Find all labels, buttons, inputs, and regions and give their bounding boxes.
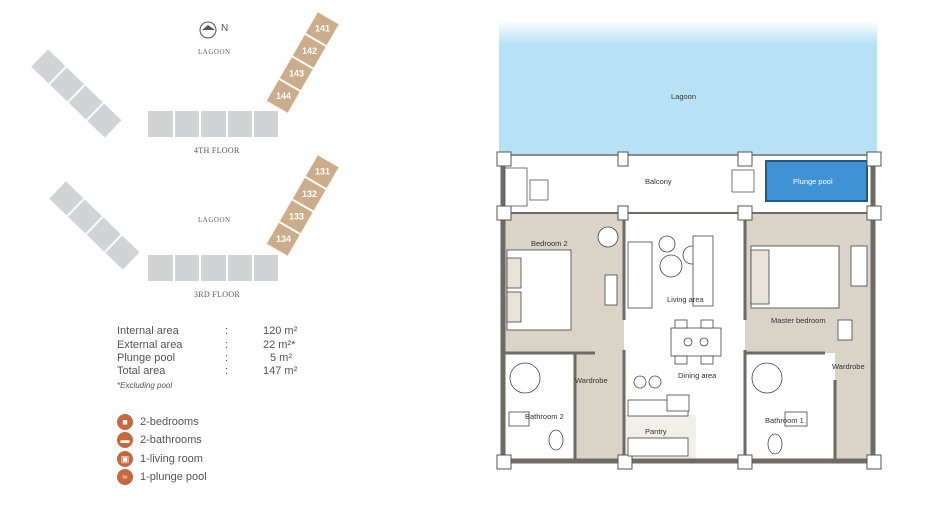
label-dining-area: Dining area [678,371,717,380]
wing-bottom-4th [147,110,279,138]
lagoon-label-3rd: LAGOON [198,216,231,224]
label-plunge-pool: Plunge pool [793,177,833,186]
sofa-icon: ▣ [117,451,133,467]
north-arrow-icon [199,21,217,39]
wing-bottom-3rd [147,254,279,282]
label-wardrobe-right: Wardrobe [832,362,865,371]
bathtub-icon: ▬ [117,432,133,448]
wing-left-4th [29,48,123,139]
bath1-tub [751,362,783,394]
label-bedroom-2: Bedroom 2 [531,239,568,248]
bed-icon: ■ [117,414,133,430]
label-living-area: Living area [667,295,704,304]
wardrobe-left-floor [575,353,624,461]
floor-label-4th: 4TH FLOOR [194,146,240,155]
floor-label-3rd: 3RD FLOOR [194,290,241,299]
label-lagoon: Lagoon [671,92,697,101]
dining-table [670,327,722,357]
label-pantry: Pantry [645,427,667,436]
wing-right-4th: 141 142 143 144 [265,11,340,115]
lagoon-label-4th: LAGOON [198,48,231,56]
plunge-pool-shape [765,160,868,202]
feature-bedrooms: ■ 2-bedrooms [117,414,199,430]
floor-plan-drawing [496,20,882,470]
label-wardrobe-left: Wardrobe [575,376,608,385]
north-label: N [221,23,229,34]
label-bathroom-2: Bathroom 2 [525,412,564,421]
pool-icon: ≈ [117,469,133,485]
lagoon-area [499,20,877,155]
area-note: *Excluding pool [117,381,173,390]
bath2-tub [509,362,541,394]
sofa [627,241,653,309]
feature-living-room: ▣ 1-living room [117,451,203,467]
label-bathroom-1: Bathroom 1 [765,416,804,425]
floor-plan: Lagoon Balcony Plunge pool Bedroom 2 Liv… [495,20,885,475]
wing-left-3rd [47,180,141,271]
label-master-bedroom: Master bedroom [771,316,826,325]
wing-right-3rd: 131 132 133 134 [265,154,340,258]
label-balcony: Balcony [645,177,672,186]
wardrobe-right-floor [835,353,873,461]
feature-bathrooms: ▬ 2-bathrooms [117,432,202,448]
feature-plunge-pool: ≈ 1-plunge pool [117,469,207,485]
